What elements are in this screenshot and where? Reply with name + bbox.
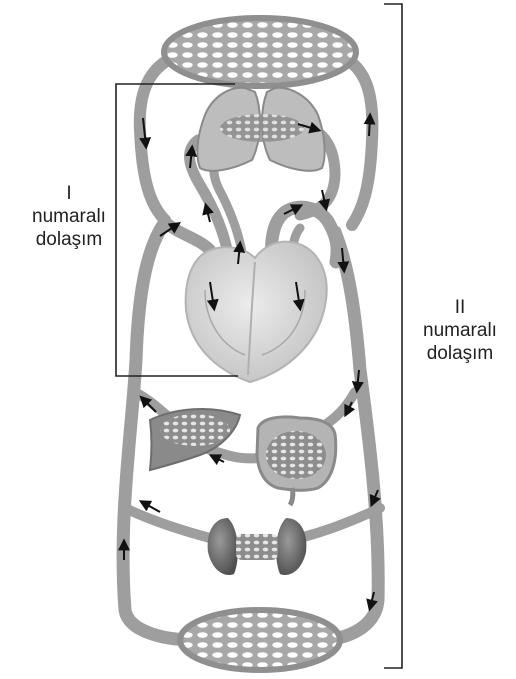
circulation-II-label: II numaralı dolaşım bbox=[404, 296, 516, 365]
kidneys bbox=[208, 518, 307, 575]
vena-cava bbox=[165, 222, 210, 250]
circulation-I-line2: dolaşım bbox=[14, 228, 124, 251]
circulation-II-line2: dolaşım bbox=[404, 342, 516, 365]
circulation-II-numeral: II bbox=[404, 296, 516, 319]
renal-vein bbox=[125, 508, 210, 538]
upper-body-capillary-bed bbox=[164, 18, 356, 86]
circulation-I-label: I numaralı dolaşım bbox=[14, 182, 124, 251]
intestine-capillaries bbox=[266, 431, 326, 479]
upper-left-vessel bbox=[140, 52, 190, 220]
renal-artery bbox=[300, 508, 380, 538]
lungs bbox=[197, 88, 324, 171]
liver-capillaries bbox=[160, 414, 230, 446]
liver bbox=[150, 409, 240, 470]
circulation-I-numeral: I bbox=[14, 182, 124, 205]
right-kidney bbox=[276, 518, 306, 575]
heart-outline bbox=[186, 242, 327, 382]
heart bbox=[186, 242, 327, 382]
upper-right-vessel bbox=[330, 52, 372, 225]
bracket-circulation-II bbox=[384, 4, 402, 668]
circulation-II-line1: numaralı bbox=[404, 319, 516, 342]
left-kidney bbox=[208, 518, 238, 575]
arrow-renal-vein bbox=[142, 502, 160, 512]
lung-capillaries bbox=[220, 114, 304, 142]
lower-body-capillary-bed bbox=[180, 610, 340, 670]
kidney-capillaries bbox=[236, 534, 278, 560]
intestine-artery bbox=[325, 392, 355, 425]
intestine bbox=[257, 417, 336, 505]
circulation-I-line1: numaralı bbox=[14, 205, 124, 228]
intestine-tail bbox=[290, 488, 293, 505]
arrow-upper-right-up bbox=[369, 116, 370, 136]
